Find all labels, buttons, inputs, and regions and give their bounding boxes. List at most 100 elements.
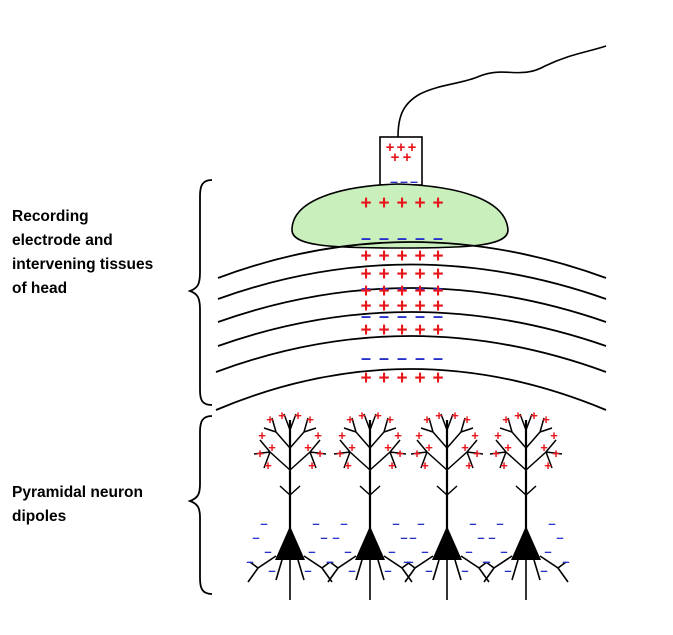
- positive-charge: +: [360, 264, 371, 285]
- tissue-brace: [187, 179, 213, 406]
- negative-charge: –: [397, 278, 407, 298]
- negative-charge: –: [544, 544, 551, 559]
- negative-charge: –: [496, 516, 503, 531]
- negative-charge: –: [415, 228, 425, 248]
- neuron-brace: [187, 415, 213, 595]
- positive-charge: +: [473, 446, 481, 461]
- negative-charge: –: [312, 516, 319, 531]
- negative-charge: –: [388, 544, 395, 559]
- pyramidal-neuron: ++++++++++++––––––––––: [482, 408, 570, 600]
- positive-charge: +: [432, 264, 443, 285]
- negative-charge: –: [406, 554, 413, 569]
- positive-charge: +: [294, 408, 302, 423]
- positive-charge: +: [414, 193, 425, 214]
- positive-charge: +: [514, 408, 522, 423]
- pyramidal-neuron: ++++++++++++––––––––––: [403, 408, 491, 600]
- negative-charge: –: [415, 348, 425, 368]
- tissue-layers: [215, 241, 607, 411]
- negative-charge: –: [433, 306, 443, 326]
- negative-charge: –: [461, 563, 468, 578]
- positive-charge: +: [264, 458, 272, 473]
- positive-charge: +: [414, 320, 425, 341]
- positive-charge: +: [266, 412, 274, 427]
- tissue-layer: [217, 287, 607, 323]
- positive-charge: +: [544, 458, 552, 473]
- positive-charge: +: [408, 139, 417, 156]
- positive-charge: +: [338, 428, 346, 443]
- positive-charge: +: [374, 408, 382, 423]
- positive-charge: +: [540, 440, 548, 455]
- positive-charge: +: [316, 446, 324, 461]
- neuron-soma: [432, 526, 462, 560]
- dendritic-tuft: [333, 413, 407, 496]
- positive-charge: +: [396, 281, 407, 302]
- negative-charge: –: [348, 563, 355, 578]
- positive-charge: +: [530, 408, 538, 423]
- positive-charge: +: [378, 281, 389, 302]
- dendritic-tuft: [410, 413, 484, 496]
- positive-charge: +: [414, 264, 425, 285]
- positive-charge: +: [391, 149, 400, 166]
- positive-charge: +: [542, 412, 550, 427]
- tissue-layer: [217, 241, 607, 279]
- positive-charge: +: [396, 246, 407, 267]
- negative-charge: –: [488, 530, 495, 545]
- basal-dendrites: [247, 555, 333, 600]
- positive-charge: +: [378, 320, 389, 341]
- positive-charge: +: [432, 193, 443, 214]
- positive-charge: +: [396, 446, 404, 461]
- negative-charge: –: [469, 516, 476, 531]
- positive-charge: +: [414, 296, 425, 317]
- negative-charge: –: [482, 554, 489, 569]
- negative-charge: –: [400, 173, 408, 189]
- positive-charge: +: [451, 408, 459, 423]
- negative-charge: –: [397, 306, 407, 326]
- negative-charge: –: [361, 306, 371, 326]
- positive-charge: +: [552, 446, 560, 461]
- negative-charge: –: [340, 516, 347, 531]
- positive-charge: +: [386, 139, 395, 156]
- neuron-soma: [275, 526, 305, 560]
- negative-charge: –: [260, 516, 267, 531]
- positive-charge: +: [432, 246, 443, 267]
- pyramidal-neurons: ++++++++++++––––––––––++++++++++++––––––…: [246, 408, 570, 600]
- negative-charge: –: [361, 348, 371, 368]
- negative-charge: –: [397, 348, 407, 368]
- negative-charge: –: [410, 173, 418, 189]
- positive-charge: +: [500, 458, 508, 473]
- dendritic-tuft: [489, 413, 563, 496]
- positive-charge: +: [378, 296, 389, 317]
- negative-charge: –: [409, 530, 416, 545]
- positive-charge: +: [432, 368, 443, 389]
- negative-charge: –: [379, 306, 389, 326]
- negative-charge: –: [540, 563, 547, 578]
- positive-charge: +: [360, 368, 371, 389]
- negative-charge: –: [326, 554, 333, 569]
- positive-charge: +: [348, 440, 356, 455]
- negative-charge: –: [264, 544, 271, 559]
- basal-dendrites: [483, 555, 569, 600]
- negative-charge: –: [252, 530, 259, 545]
- positive-charge: +: [268, 440, 276, 455]
- positive-charge: +: [432, 281, 443, 302]
- negative-charge: –: [361, 278, 371, 298]
- pyramidal-neuron-label: Pyramidal neuron dipoles: [12, 484, 143, 525]
- positive-charge: +: [504, 440, 512, 455]
- negative-charge: –: [433, 228, 443, 248]
- positive-charge: +: [256, 446, 264, 461]
- positive-charge: +: [421, 458, 429, 473]
- positive-charge: +: [432, 296, 443, 317]
- negative-charge: –: [433, 348, 443, 368]
- positive-charge: +: [378, 264, 389, 285]
- negative-charge: –: [556, 530, 563, 545]
- negative-charge: –: [400, 530, 407, 545]
- positive-charge: +: [471, 428, 479, 443]
- positive-charge: +: [502, 412, 510, 427]
- negative-charge: –: [379, 228, 389, 248]
- positive-charge: +: [396, 368, 407, 389]
- positive-charge: +: [435, 408, 443, 423]
- positive-charge: +: [308, 458, 316, 473]
- charge-markers: +++++–––+++++–––––++++++++++–––––+++++++…: [360, 139, 443, 389]
- tissue-layer: [215, 335, 607, 373]
